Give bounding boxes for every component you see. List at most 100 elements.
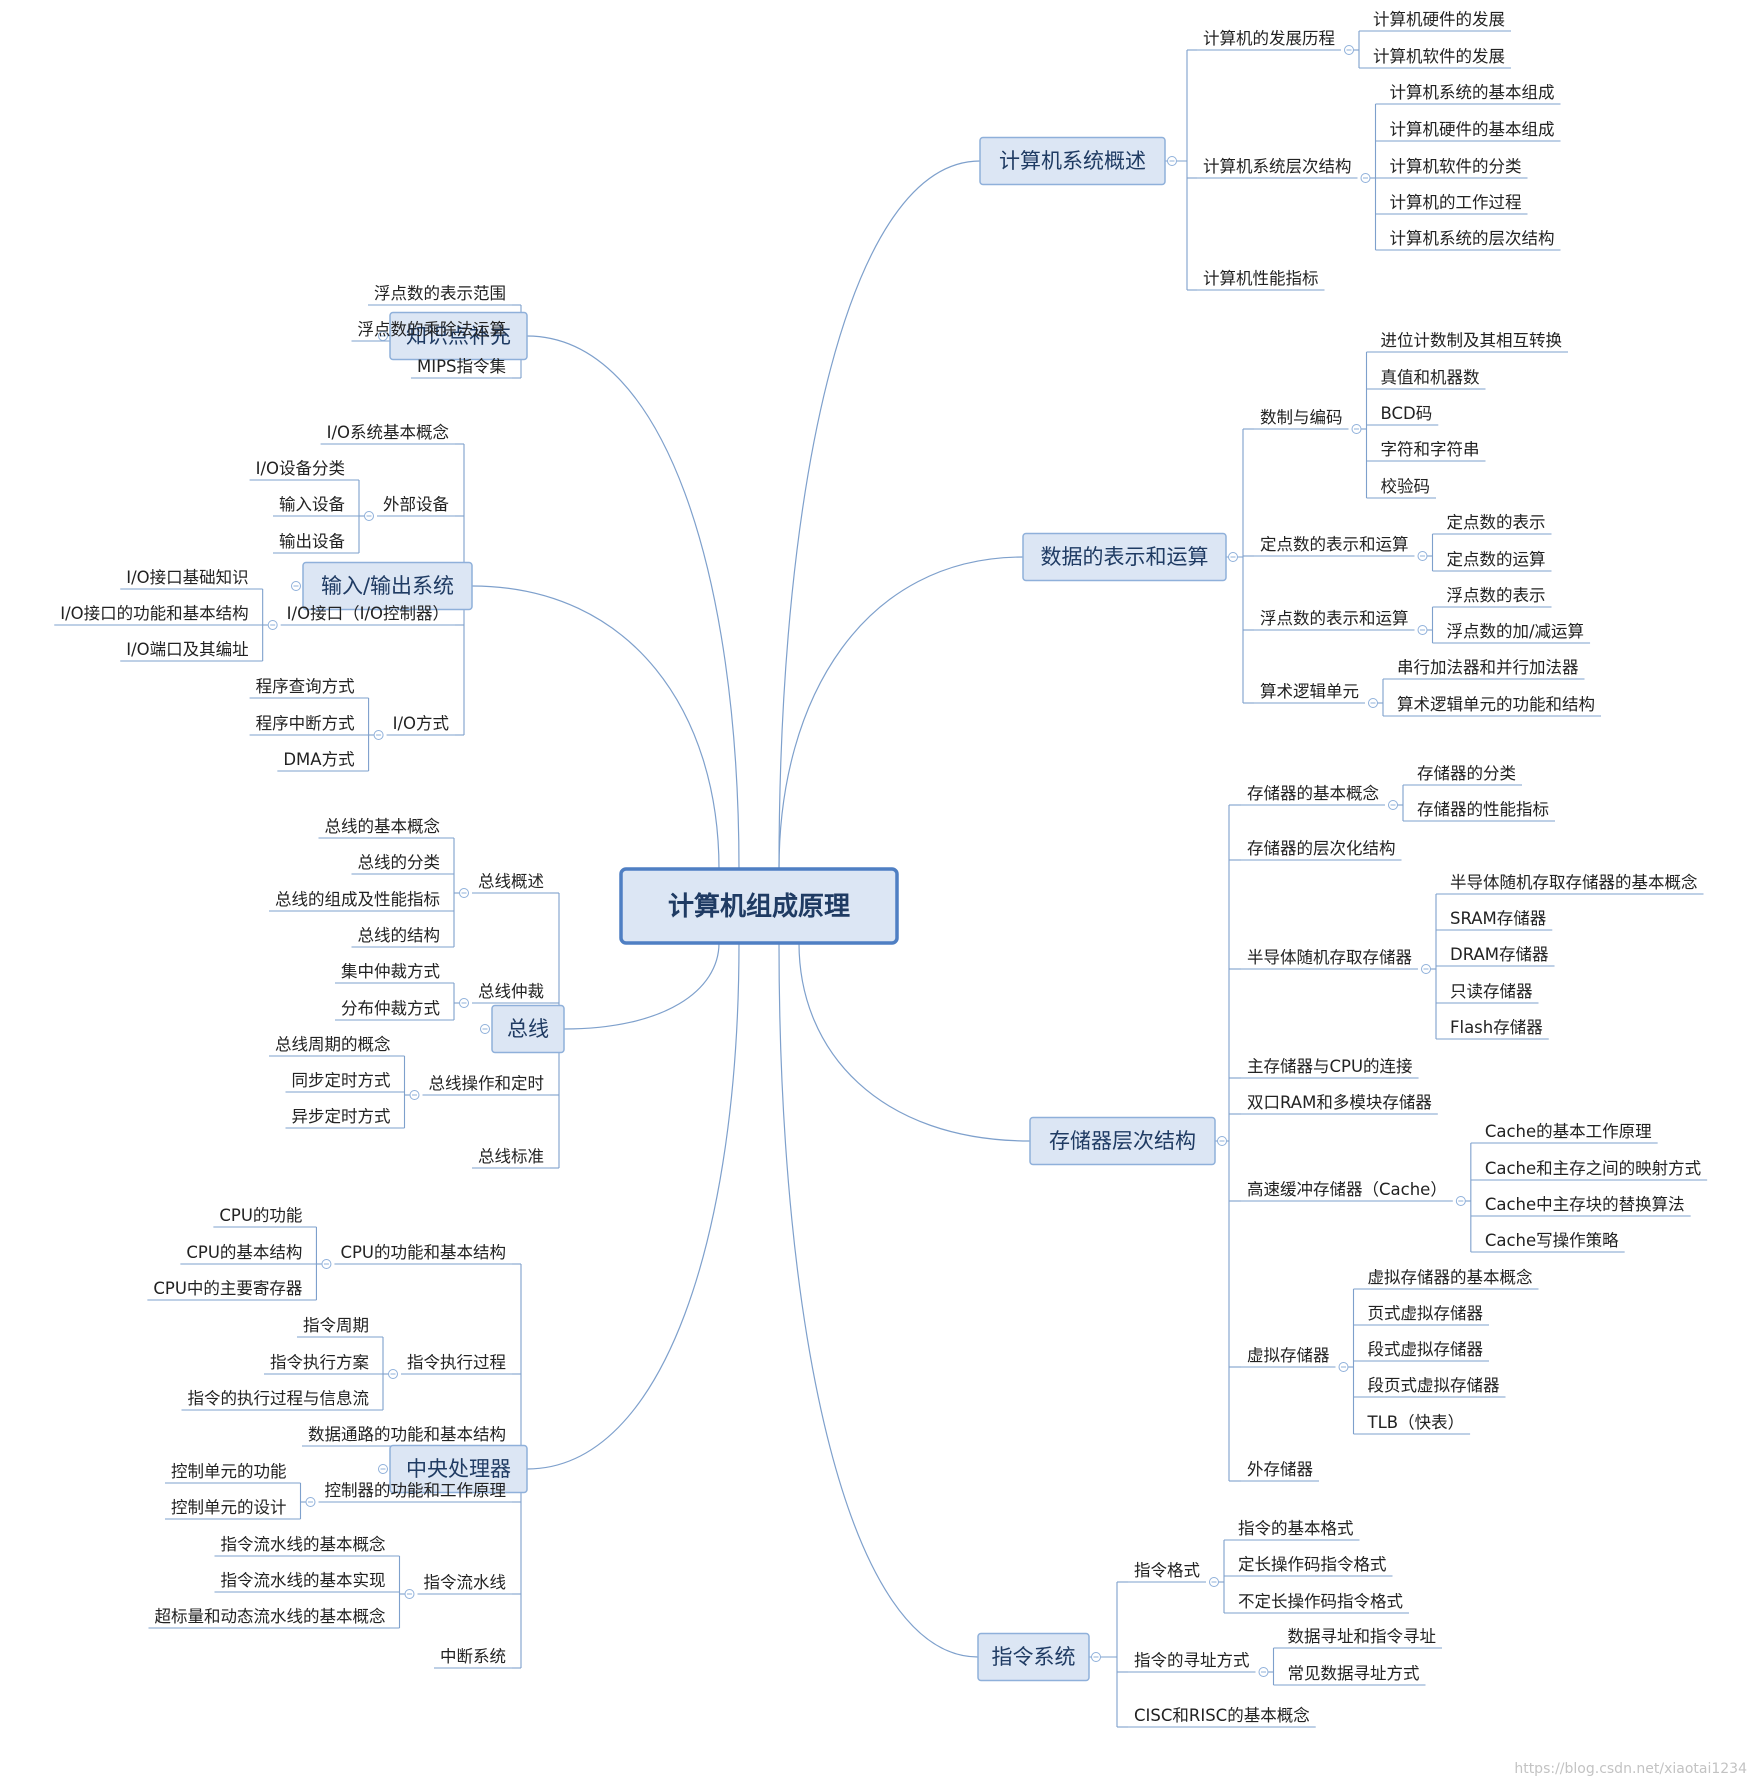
topic-node[interactable]: 存储器的基本概念 [1247,783,1379,803]
collapse-icon[interactable] [1455,1196,1466,1206]
main-topic-b7[interactable]: 总线 [491,1004,565,1054]
main-topic-b3[interactable]: 存储器层次结构 [1029,1116,1216,1166]
subtopic-node[interactable]: BCD码 [1381,404,1433,423]
subtopic-node[interactable]: 段式虚拟存储器 [1368,1340,1484,1359]
topic-node[interactable]: 控制器的功能和工作原理 [325,1481,507,1500]
topic-node[interactable]: 主存储器与CPU的连接 [1247,1057,1413,1076]
subtopic-node[interactable]: 浮点数的表示 [1447,586,1546,605]
collapse-icon[interactable] [364,511,374,521]
collapse-icon[interactable] [459,998,469,1008]
topic-node[interactable]: 浮点数的表示范围 [374,284,506,303]
subtopic-node[interactable]: 指令的基本格式 [1238,1519,1354,1538]
collapse-icon[interactable] [378,331,388,341]
subtopic-node[interactable]: 总线周期的概念 [275,1034,391,1054]
topic-node[interactable]: 指令格式 [1134,1561,1200,1580]
subtopic-node[interactable]: Cache的基本工作原理 [1485,1122,1652,1141]
collapse-icon[interactable] [388,1369,398,1379]
subtopic-node[interactable]: CPU中的主要寄存器 [153,1279,303,1298]
topic-node[interactable]: 浮点数的表示和运算 [1260,609,1409,628]
topic-node[interactable]: 半导体随机存取存储器 [1247,948,1413,967]
topic-node[interactable]: CPU的功能和基本结构 [340,1243,506,1262]
collapse-icon[interactable] [1360,173,1371,183]
topic-node[interactable]: CISC和RISC的基本概念 [1134,1705,1310,1725]
topic-node[interactable]: 中断系统 [440,1647,506,1666]
subtopic-node[interactable]: 计算机系统的基本组成 [1390,83,1555,102]
main-topic-b5[interactable]: 知识点补充 [389,311,528,361]
topic-node[interactable]: 总线操作和定时 [429,1074,545,1093]
subtopic-node[interactable]: Cache和主存之间的映射方式 [1485,1159,1701,1178]
subtopic-node[interactable]: 指令执行方案 [270,1353,370,1372]
subtopic-node[interactable]: DRAM存储器 [1450,945,1549,964]
subtopic-node[interactable]: 计算机硬件的基本组成 [1390,120,1555,139]
subtopic-node[interactable]: 进位计数制及其相互转换 [1381,331,1563,350]
collapse-icon[interactable] [1209,1577,1219,1587]
subtopic-node[interactable]: I/O端口及其编址 [126,640,248,659]
topic-node[interactable]: 双口RAM和多模块存储器 [1247,1093,1432,1112]
subtopic-node[interactable]: TLB（快表） [1367,1413,1465,1432]
collapse-icon[interactable] [1417,625,1428,635]
subtopic-node[interactable]: I/O设备分类 [256,459,345,478]
topic-node[interactable]: 虚拟存储器 [1247,1346,1330,1365]
collapse-icon[interactable] [1388,800,1398,810]
topic-node[interactable]: 算术逻辑单元 [1260,682,1359,701]
topic-node[interactable]: 指令的寻址方式 [1134,1651,1250,1670]
subtopic-node[interactable]: 定点数的运算 [1447,550,1546,569]
subtopic-node[interactable]: 集中仲裁方式 [341,962,440,981]
topic-node[interactable]: 计算机性能指标 [1203,269,1319,288]
topic-node[interactable]: 存储器的层次化结构 [1247,839,1396,858]
subtopic-node[interactable]: 分布仲裁方式 [341,999,440,1018]
subtopic-node[interactable]: 异步定时方式 [292,1107,391,1126]
subtopic-node[interactable]: 数据寻址和指令寻址 [1288,1627,1437,1646]
collapse-icon[interactable] [1167,156,1177,166]
subtopic-node[interactable]: 指令流水线的基本实现 [221,1571,386,1590]
collapse-icon[interactable] [1258,1667,1269,1677]
subtopic-node[interactable]: 总线的组成及性能指标 [275,890,440,909]
topic-node[interactable]: 指令执行过程 [407,1353,506,1372]
subtopic-node[interactable]: 虚拟存储器的基本概念 [1368,1267,1533,1287]
topic-node[interactable]: 外存储器 [1247,1460,1314,1479]
collapse-icon[interactable] [373,730,384,740]
subtopic-node[interactable]: 串行加法器和并行加法器 [1397,658,1579,677]
subtopic-node[interactable]: 只读存储器 [1450,982,1533,1001]
subtopic-node[interactable]: 真值和机器数 [1381,368,1481,387]
topic-node[interactable]: I/O接口（I/O控制器） [287,604,449,623]
topic-node[interactable]: 浮点数的乘除法运算 [358,320,507,339]
subtopic-node[interactable]: 计算机的工作过程 [1390,193,1522,212]
collapse-icon[interactable] [1421,964,1431,974]
subtopic-node[interactable]: I/O接口基础知识 [126,568,248,587]
main-topic-b2[interactable]: 数据的表示和运算 [1022,532,1227,582]
subtopic-node[interactable]: 超标量和动态流水线的基本概念 [155,1606,386,1626]
collapse-icon[interactable] [321,1259,332,1269]
main-topic-b4[interactable]: 指令系统 [977,1632,1090,1682]
topic-node[interactable]: 数制与编码 [1260,408,1343,427]
collapse-icon[interactable] [459,888,469,898]
topic-node[interactable]: 总线标准 [478,1147,544,1166]
collapse-icon[interactable] [404,1589,415,1599]
subtopic-node[interactable]: 总线的分类 [358,853,441,872]
topic-node[interactable]: 定点数的表示和运算 [1260,535,1409,554]
subtopic-node[interactable]: 控制单元的设计 [171,1498,287,1517]
topic-node[interactable]: MIPS指令集 [417,357,506,376]
subtopic-node[interactable]: 输出设备 [279,532,346,551]
collapse-icon[interactable] [409,1090,420,1100]
subtopic-node[interactable]: 半导体随机存取存储器的基本概念 [1450,872,1698,892]
topic-node[interactable]: 外部设备 [383,495,450,514]
collapse-icon[interactable] [1217,1136,1227,1146]
subtopic-node[interactable]: 指令的执行过程与信息流 [188,1389,370,1408]
collapse-icon[interactable] [267,620,278,630]
topic-node[interactable]: 高速缓冲存储器（Cache） [1247,1180,1447,1199]
subtopic-node[interactable]: I/O接口的功能和基本结构 [60,604,248,623]
topic-node[interactable]: 计算机系统层次结构 [1203,157,1352,176]
collapse-icon[interactable] [1228,552,1238,562]
subtopic-node[interactable]: SRAM存储器 [1450,909,1547,928]
subtopic-node[interactable]: 浮点数的加/减运算 [1447,622,1585,641]
subtopic-node[interactable]: 常见数据寻址方式 [1288,1664,1420,1683]
subtopic-node[interactable]: 控制单元的功能 [171,1462,287,1481]
subtopic-node[interactable]: 指令周期 [303,1316,369,1335]
subtopic-node[interactable]: 指令流水线的基本概念 [221,1534,386,1554]
root-topic[interactable]: 计算机组成原理 [619,867,899,945]
subtopic-node[interactable]: Cache写操作策略 [1485,1231,1619,1250]
subtopic-node[interactable]: 段页式虚拟存储器 [1368,1376,1501,1395]
subtopic-node[interactable]: 总线的结构 [358,926,441,945]
subtopic-node[interactable]: 存储器的分类 [1417,764,1516,783]
